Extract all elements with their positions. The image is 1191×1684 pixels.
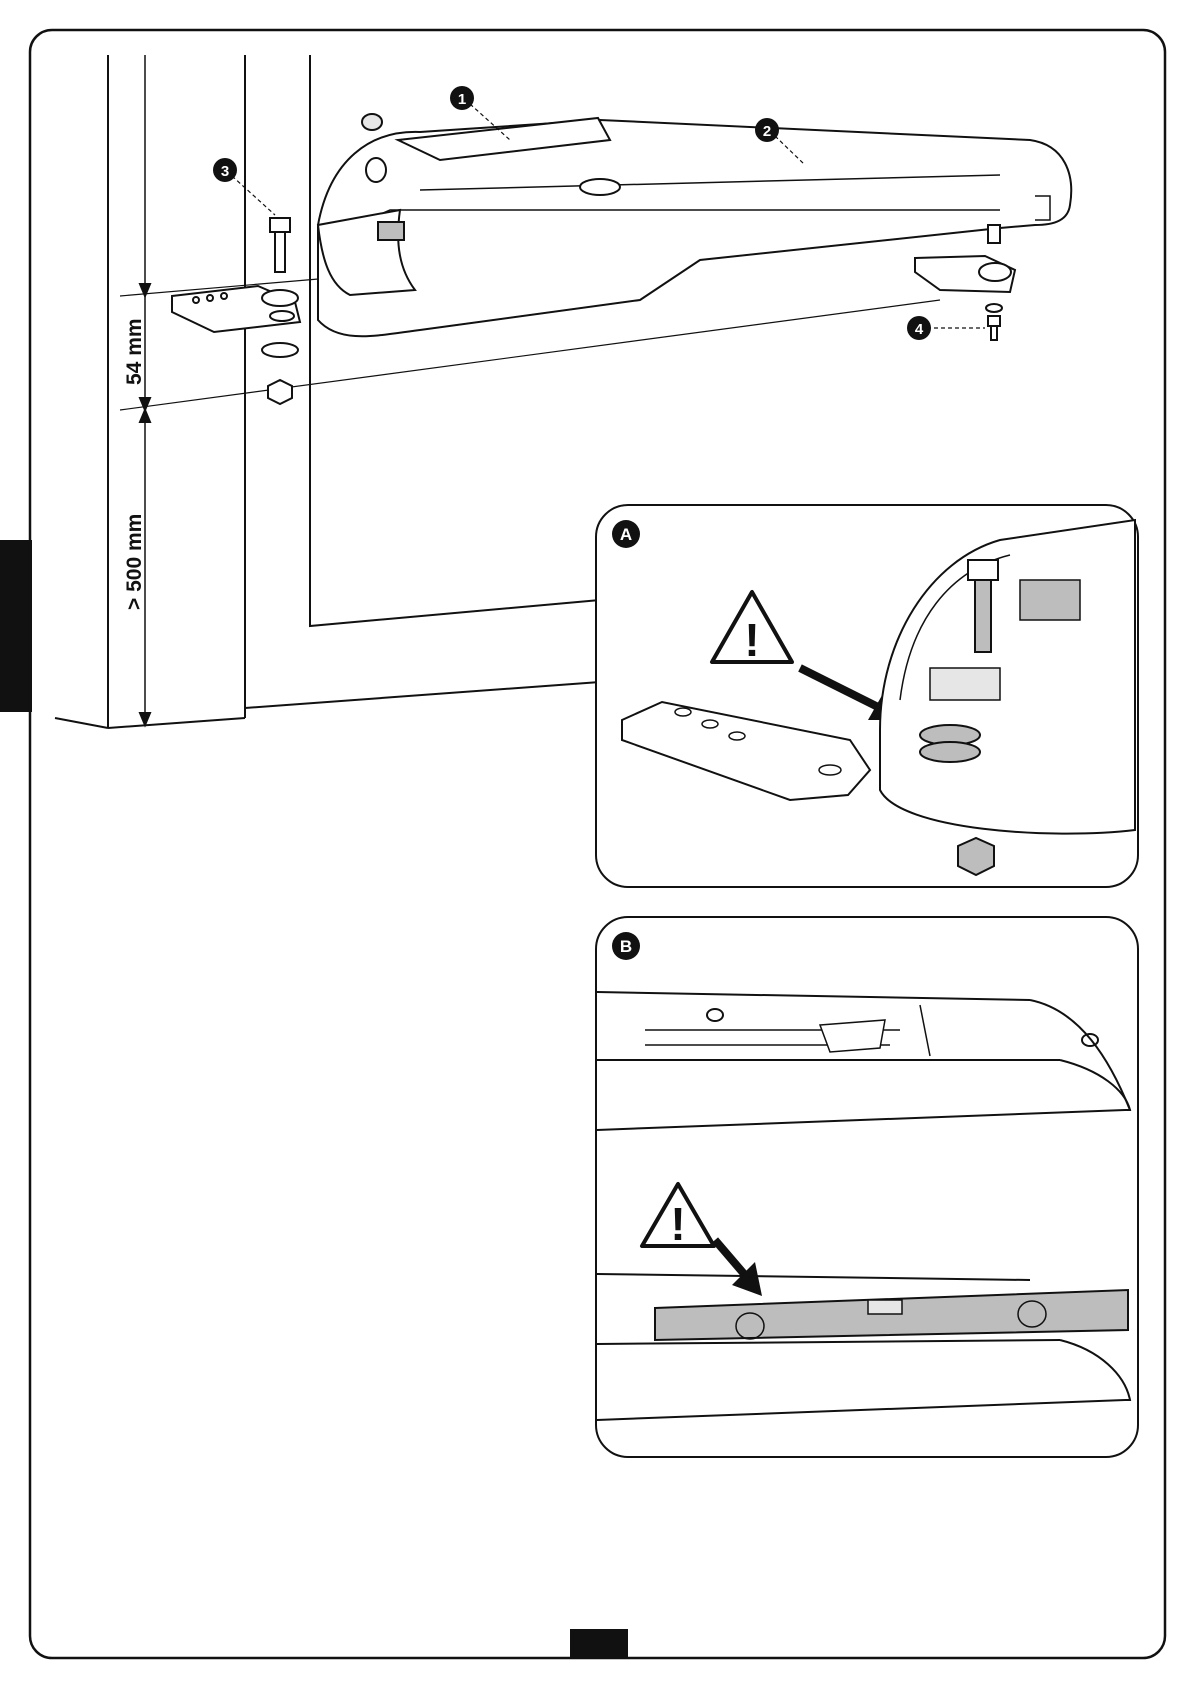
detail-panel-b: B ! [596,917,1138,1457]
dimension-label-500mm: > 500 mm [123,514,146,610]
page-number-box [570,1629,628,1658]
bolt-head [968,560,998,580]
dimension-label-54mm: 54 mm [123,318,146,385]
washer [262,343,298,357]
pillar-base [108,718,245,728]
bolt-head [988,316,1000,326]
terminal-block [1020,580,1080,620]
callout-4: 4 [907,316,931,340]
washer [920,742,980,762]
washer [986,304,1002,312]
cap-plug [362,114,382,130]
nut [268,380,292,404]
washer [262,290,298,306]
detail-panel-a: A ! [596,505,1138,887]
terminal-block [378,222,404,240]
callout-3: 3 [213,158,237,182]
access-hole [580,179,620,195]
svg-text:1: 1 [458,91,466,108]
nut [958,838,994,875]
callout-1: 1 [450,86,474,110]
svg-text:3: 3 [221,163,229,180]
ground-line [245,682,600,708]
panel-b-letter: B [620,937,632,956]
bolt-shank [991,326,997,340]
svg-text:4: 4 [915,321,924,338]
ground-line-left [55,718,108,728]
arrow-head [140,398,150,410]
bolt-shank [975,580,991,652]
pivot-pin [988,225,1000,243]
bolt-shank [275,232,285,272]
arrow-head [140,713,150,725]
panel-a-letter: A [620,525,632,544]
bolt-head [270,218,290,232]
bracket-hole [270,311,294,321]
svg-text:!: ! [744,614,759,666]
svg-text:!: ! [670,1198,685,1250]
release-knob [366,158,386,182]
bracket-pivot [979,263,1011,281]
svg-text:2: 2 [763,123,771,140]
callout-2: 2 [755,118,779,142]
